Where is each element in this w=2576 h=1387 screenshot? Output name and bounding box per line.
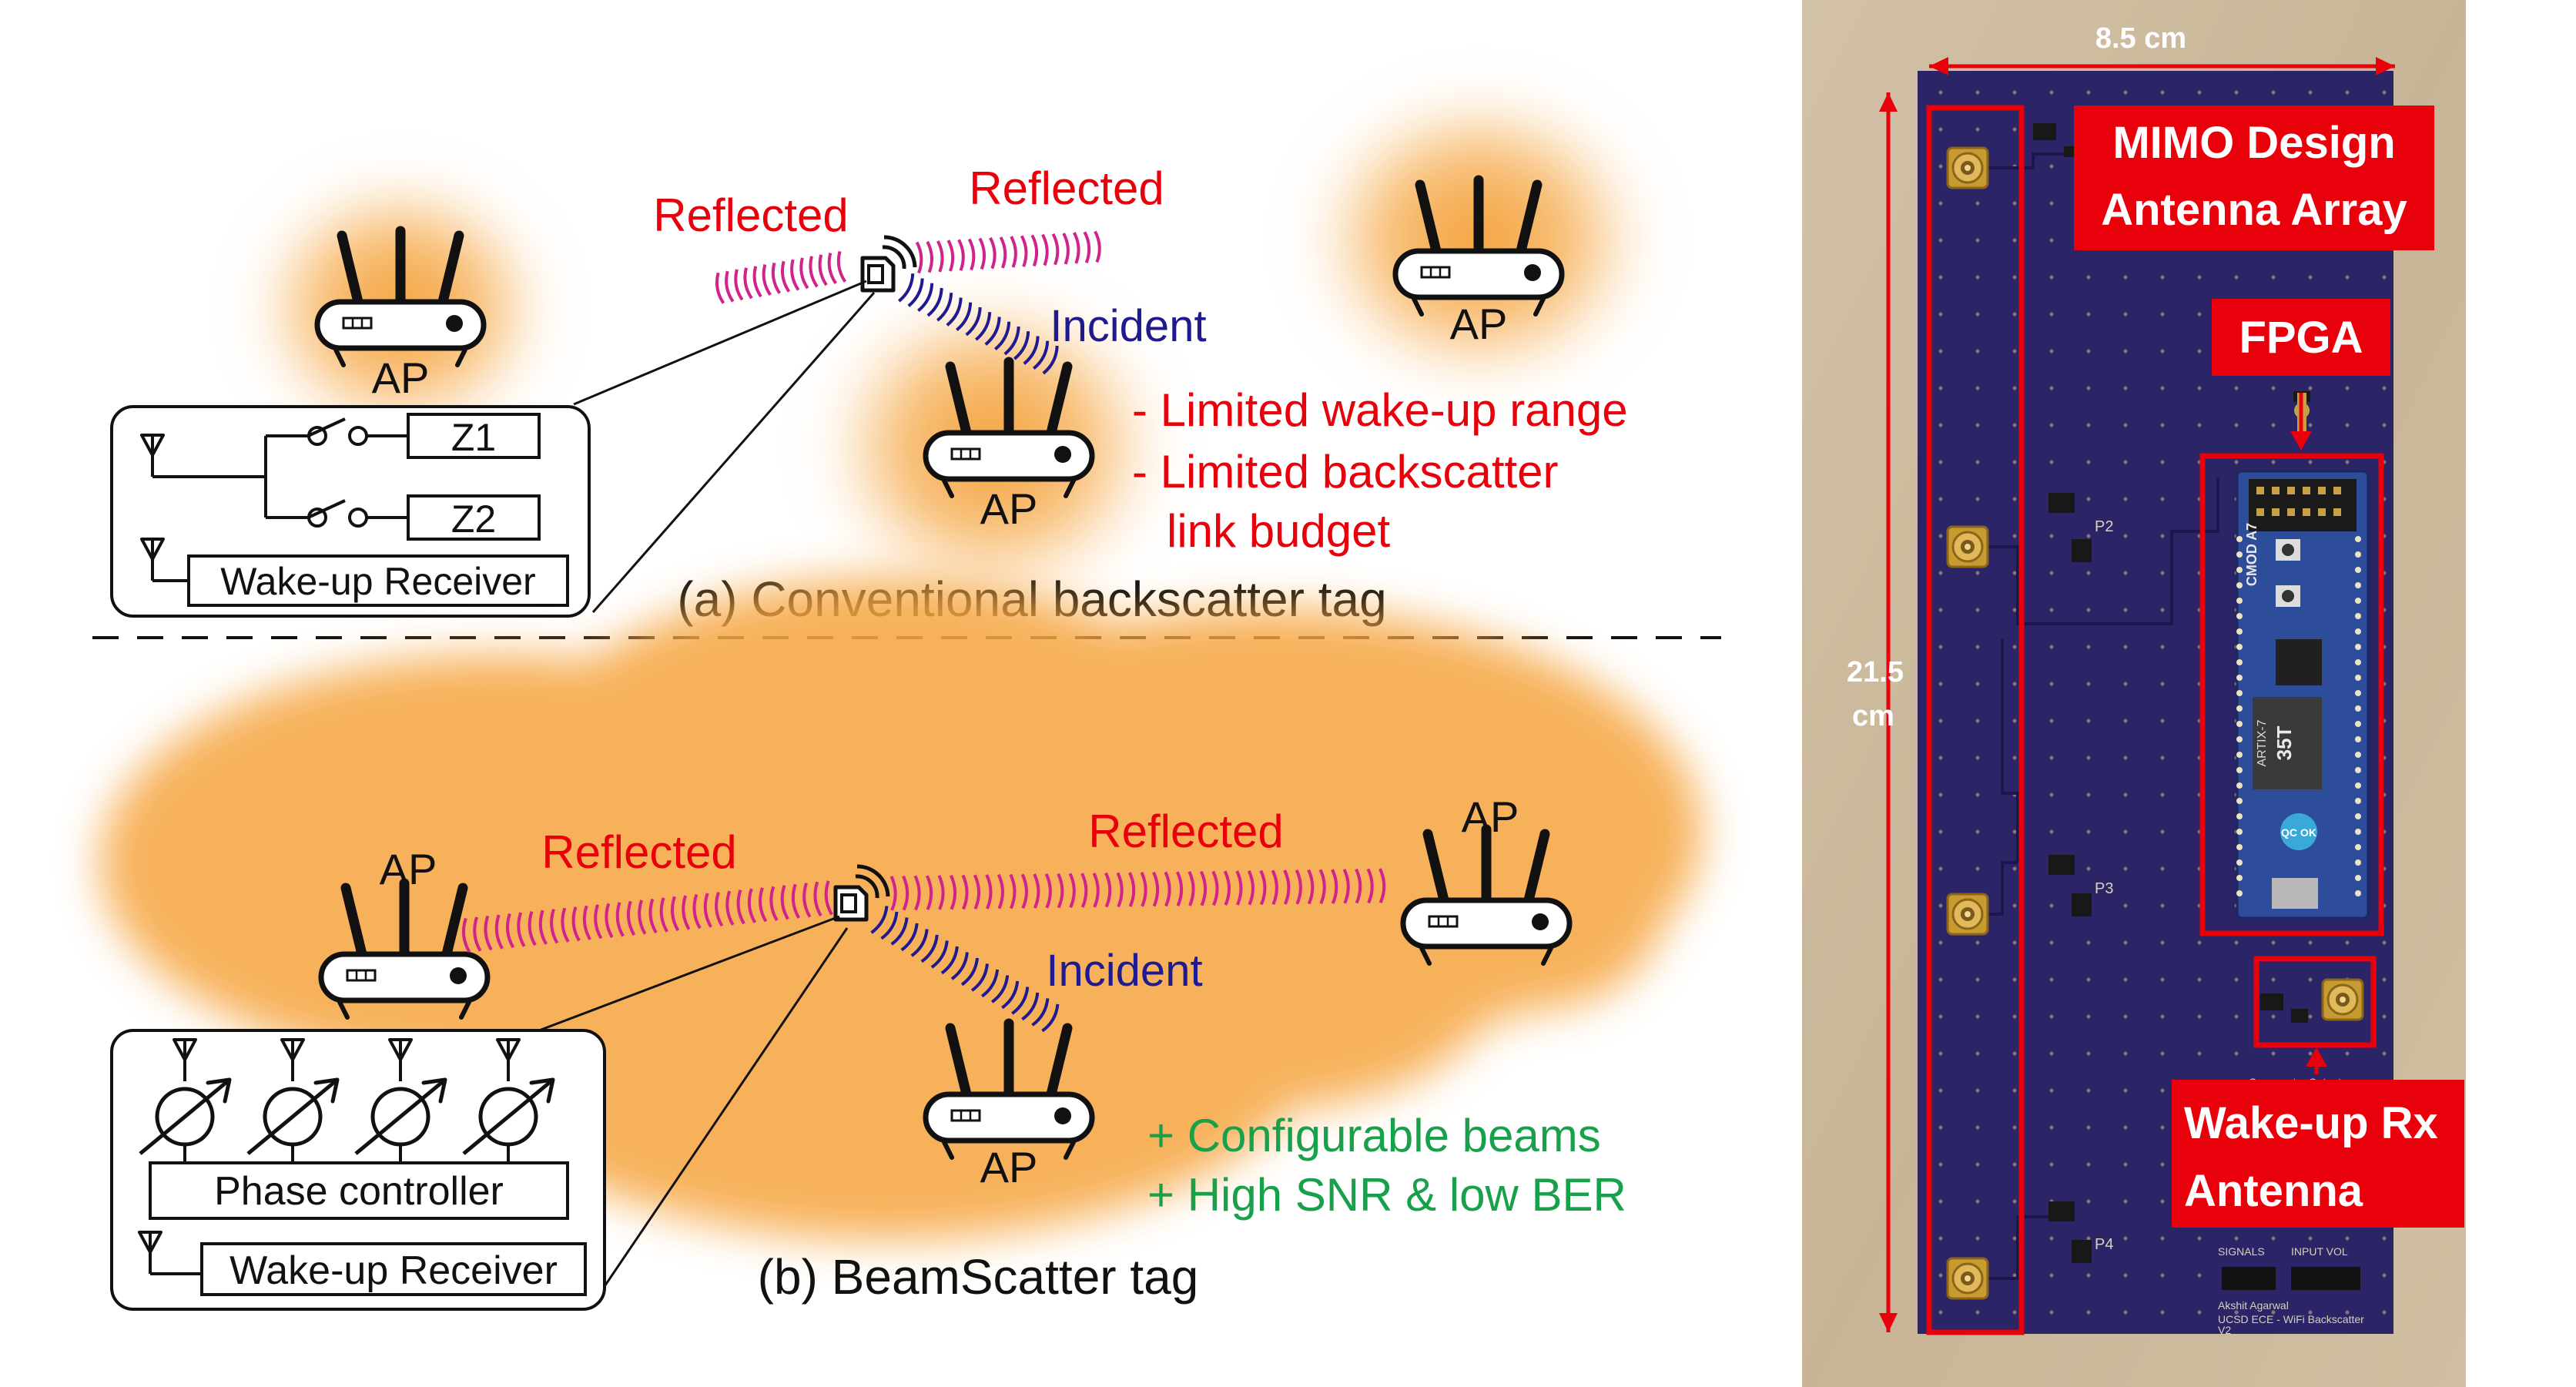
callout-line (595, 927, 849, 1298)
height-label-unit: cm (1852, 700, 1894, 732)
incident-label: Incident (1046, 946, 1202, 996)
antenna-array-outline (1926, 105, 2025, 1335)
silk-signals: SIGNALS (2218, 1245, 2265, 1258)
silk-input: INPUT VOL (2291, 1245, 2348, 1258)
wakeup-rx-label: Wake-up Rx Antenna (2172, 1080, 2464, 1228)
callout-line (538, 915, 840, 1032)
benefit-2: + High SNR & low BER (1147, 1169, 1626, 1221)
phase-controller-box (149, 1161, 569, 1220)
reflected-label: Reflected (653, 189, 848, 241)
callout-line (591, 292, 876, 613)
fpga-outline (2199, 453, 2384, 936)
header-pins (2222, 1267, 2360, 1290)
fpga-chip-text: 35T (2273, 725, 2296, 760)
fpga-label-text: FPGA (2239, 313, 2363, 363)
impedance-z1 (407, 413, 541, 459)
fpga-chip (2253, 697, 2322, 789)
tag-circuit-b: Phase controller Wake-up Receiver (110, 1029, 606, 1311)
sma-connector (1946, 525, 1989, 568)
qc-label: QC OK (2281, 826, 2316, 839)
sma-connector (1946, 1257, 1989, 1300)
silk-p4: P4 (2095, 1236, 2113, 1253)
sma-connector (1946, 893, 1989, 936)
fpga-chip-text: ARTIX-7 (2256, 719, 2269, 766)
limitation-1: - Limited wake-up range (1132, 384, 1628, 436)
wakeup-receiver-label: Wake-up Receiver (220, 560, 535, 603)
benefit-1: + Configurable beams (1147, 1110, 1601, 1161)
sma-connector (1946, 146, 1989, 189)
impedance-z2 (407, 494, 541, 541)
mimo-label: MIMO Design Antenna Array (2074, 106, 2434, 250)
pcb-components (2033, 123, 2310, 1263)
tag-icon (863, 237, 915, 290)
wakeup-arrow (2306, 1047, 2327, 1067)
silk-p2: P2 (2095, 518, 2113, 535)
silk-version: V2 (2218, 1324, 2231, 1336)
limitation-2b: link budget (1167, 505, 1391, 557)
callout-line (573, 280, 867, 406)
fpga-module: 35T ARTIX-7 CMOD A7 QC OK (2236, 470, 2370, 920)
fpga-label: FPGA (2212, 299, 2390, 376)
reflected-wave-right (915, 230, 1101, 274)
height-label: 21.5 (1847, 656, 1904, 688)
fpga-module-text: CMOD A7 (2244, 523, 2259, 586)
ap-label: AP (980, 484, 1038, 533)
reflected-label: Reflected (969, 162, 1164, 214)
silk-p3: P3 (2095, 880, 2113, 897)
wakeup-receiver-label: Wake-up Receiver (229, 1248, 558, 1293)
incident-wave (870, 906, 1060, 1033)
limitation-2: - Limited backscatter (1132, 446, 1559, 498)
width-label: 8.5 cm (2095, 22, 2186, 55)
incident-label: Incident (1050, 301, 1206, 351)
tag-circuit-a: Z1 Z2 Wake-up Receiver (110, 405, 591, 618)
ap-label: AP (372, 353, 430, 402)
phase-controller-label: Phase controller (214, 1169, 504, 1214)
silk-author: Akshit Agarwal (2218, 1299, 2289, 1312)
incident-wave (897, 273, 1059, 375)
reflected-wave-left (461, 880, 833, 953)
width-dimension: 8.5 cm (1929, 22, 2395, 75)
panel-b: AP AP AP Reflected Reflected Incident + … (100, 578, 1702, 1311)
ap-label: AP (980, 1143, 1038, 1191)
caption-b: (b) BeamScatter tag (758, 1249, 1199, 1305)
fpga-arrow (2290, 431, 2312, 451)
height-dimension: 21.5 cm (1847, 92, 1904, 1332)
reflected-label: Reflected (1088, 806, 1283, 857)
pcb-photo: 35T ARTIX-7 CMOD A7 QC OK P2 P3 P4 Compa… (1802, 0, 2466, 1387)
reflected-wave-left (715, 250, 847, 304)
z1-label: Z1 (451, 416, 496, 459)
panel-a: AP AP AP Reflected Reflected Incident - … (110, 85, 1656, 627)
wakeup-antenna-outline (2253, 956, 2377, 1048)
ap-label: AP (1462, 792, 1519, 841)
wakeup-rx-line2: Antenna (2184, 1166, 2363, 1216)
reflected-wave-right (889, 868, 1386, 911)
z2-label: Z2 (451, 498, 496, 541)
sma-connector (2321, 978, 2364, 1021)
wakeup-receiver-box (200, 1242, 587, 1296)
ap-label: AP (1450, 300, 1508, 348)
silk-ucsd: UCSD ECE - WiFi Backscatter (2218, 1313, 2364, 1325)
wakeup-receiver-box (187, 554, 569, 607)
wakeup-rx-line1: Wake-up Rx (2184, 1098, 2438, 1148)
reflected-label: Reflected (541, 826, 736, 878)
mimo-label-line1: MIMO Design (2112, 118, 2395, 168)
glow-cloud (100, 578, 1702, 1240)
ap-label: AP (380, 845, 437, 893)
mimo-label-line2: Antenna Array (2101, 185, 2407, 235)
